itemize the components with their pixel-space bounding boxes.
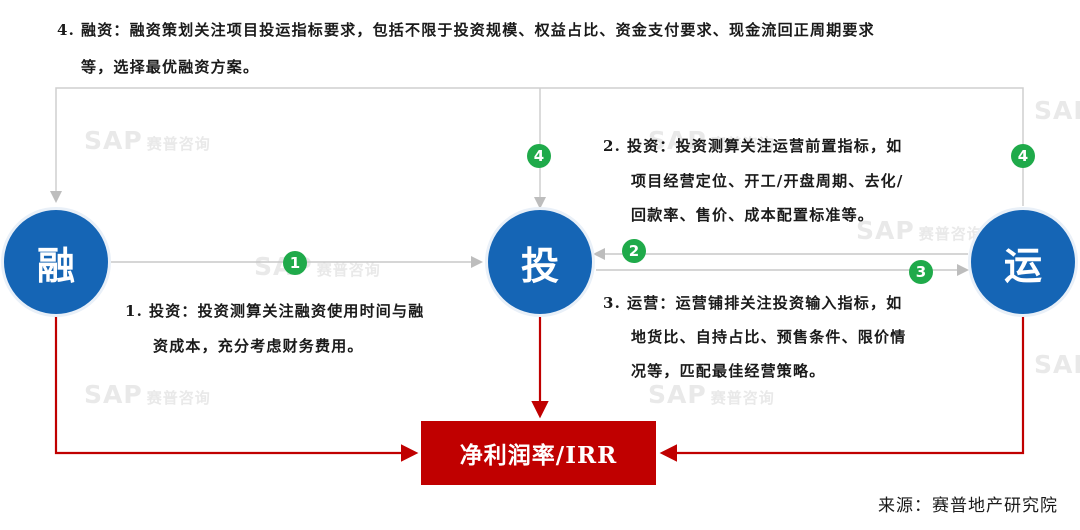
badge-3: 3 [909, 260, 933, 284]
badge-4-left: 4 [527, 144, 551, 168]
result-net-profit-irr: 净利润率/IRR [421, 421, 656, 485]
badge-1: 1 [283, 251, 307, 275]
node-operate: 运 [971, 210, 1075, 314]
node-finance: 融 [4, 210, 108, 314]
note-invest-2-cont2: 回款率、售价、成本配置标准等。 [631, 206, 875, 224]
badge-4-right: 4 [1011, 144, 1035, 168]
badge-2: 2 [622, 239, 646, 263]
note-invest-1-cont: 资成本，充分考虑财务费用。 [153, 337, 364, 355]
note-operate-3-cont2: 况等，匹配最佳经营策略。 [631, 362, 826, 380]
note-operate-3: 3.运营：运营铺排关注投资输入指标，如 [603, 294, 903, 312]
note-invest-2-cont: 项目经营定位、开工/开盘周期、去化/ [631, 172, 904, 190]
source-caption: 来源：赛普地产研究院 [878, 496, 1058, 516]
watermark: SAP [1034, 96, 1080, 125]
note-invest-1: 1.投资：投资测算关注融资使用时间与融 [125, 302, 425, 320]
note-operate-3-cont: 地货比、自持占比、预售条件、限价情 [631, 328, 907, 346]
note-invest-2: 2.投资：投资测算关注运营前置指标，如 [603, 137, 903, 155]
watermark: SAP [1034, 350, 1080, 379]
note-financing-cont: 等，选择最优融资方案。 [81, 58, 260, 76]
node-invest: 投 [488, 210, 592, 314]
note-financing: 4.融资：融资策划关注项目投运指标要求，包括不限于投资规模、权益占比、资金支付要… [57, 21, 875, 39]
